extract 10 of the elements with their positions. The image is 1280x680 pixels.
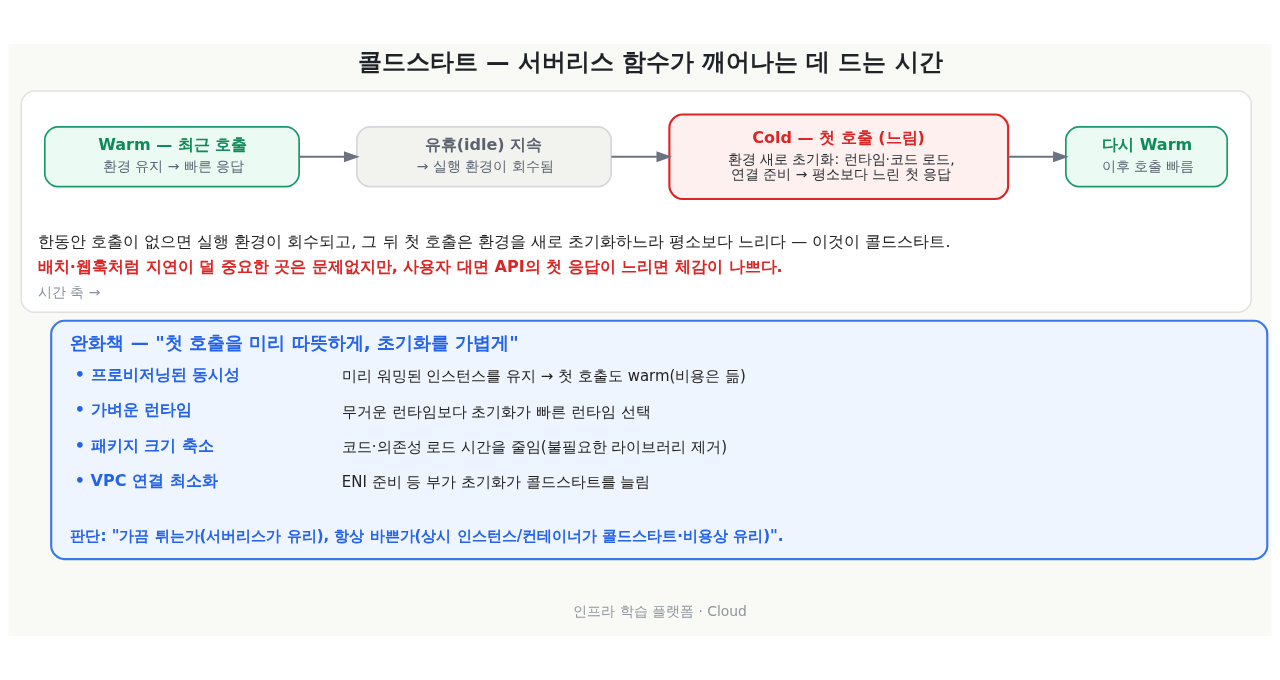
label: 인프라 학습 플랫폼 · Cloud: [573, 603, 747, 620]
node-box: 완화책 — "첫 호출을 미리 따뜻하게, 초기화를 가볍게" • 프로비저닝된 동시성 미리 워밍된 인스턴스를 유지 → 첫 호출도 warm(비용은 듦) • 가벼운 런타임 무거운 런타임보다 초기화가 빠른 런타임 선택 • 패키지 크기 축소 코드·의존성 로드 시간을 줄임(불필요한 라이브러리 제거) • VPC 연결 최소화 ENI 준비 등 부가 초기화가 콜드스타트를 늘림 판단: "가끔 튀는가(서버리스가 유리), 항상 바쁜가(상시 인스턴스/컨테이너가 콜드스타트·비용상 유리)".: [50, 319, 1269, 561]
node-box: Warm — 최근 호출 환경 유지 → 빠른 응답: [43, 125, 300, 188]
node-box: 유휴(idle) 지속 → 실행 환경이 회수됨: [355, 125, 612, 188]
diagram-title: 콜드스타트 — 서버리스 함수가 깨어나는 데 드는 시간: [357, 48, 943, 77]
node-box: 다시 Warm 이후 호출 빠름: [1064, 125, 1229, 188]
arrow: [610, 151, 673, 163]
arrow: [1007, 151, 1069, 163]
arrow: [298, 151, 360, 163]
node-box: Cold — 첫 호출 (느림) 환경 새로 초기화: 런타임·코드 로드, 연결 준비 → 평소보다 느린 첫 응답: [668, 113, 1010, 200]
